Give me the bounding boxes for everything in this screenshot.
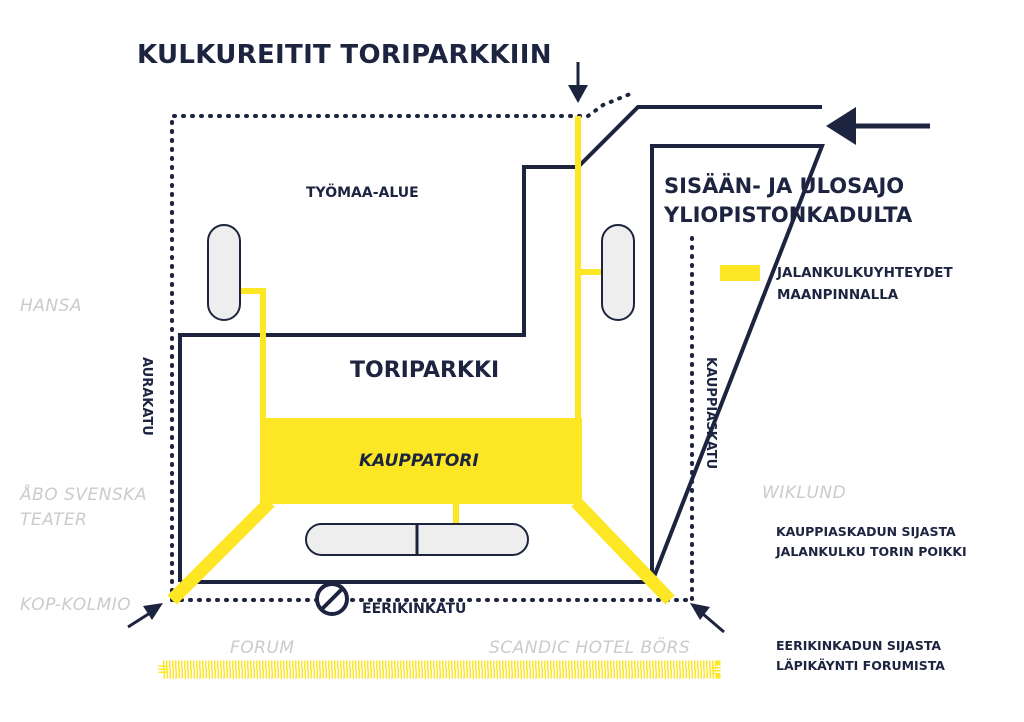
landmark-forum: FORUM [230, 638, 295, 658]
arrow-diagonal-icon [690, 603, 725, 634]
stair-right [601, 224, 635, 321]
arrow-diagonal-icon [127, 603, 163, 629]
note1-line2: JALANKULKU TORIN POIKKI [776, 544, 967, 559]
landmark-abo-svenska-teater: ÅBO SVENSKA TEATER [20, 483, 147, 533]
landmark-wiklund: WIKLUND [762, 483, 847, 503]
pedestrian-routes [167, 116, 675, 605]
tyomaa-label: TYÖMAA-ALUE [306, 185, 419, 201]
note-eerikinkatu: EERIKINKADUN SIJASTA LÄPIKÄYNTI FORUMIST… [776, 636, 945, 676]
dotted-path-top-left [170, 90, 637, 602]
kauppatori-square [260, 418, 582, 504]
parking-outline [178, 105, 825, 583]
legend-swatch [720, 265, 760, 281]
legend-label: JALANKULKUYHTEYDET MAANPINNALLA [777, 262, 953, 306]
route-se-diagonal [571, 497, 675, 605]
note2-line1: EERIKINKADUN SIJASTA [776, 638, 942, 653]
toriparkki-label: TORIPARKKI [350, 358, 500, 383]
kauppatori-label: KAUPPATORI [359, 451, 479, 471]
no-entry-icon [315, 582, 349, 616]
entrance-line2: YLIOPISTONKADULTA [664, 203, 913, 227]
note1-line1: KAUPPIASKADUN SIJASTA [776, 524, 956, 539]
arrow-down-icon [568, 62, 588, 103]
note2-line2: LÄPIKÄYNTI FORUMISTA [776, 658, 945, 673]
street-aurakatu: AURAKATU [139, 357, 154, 436]
abo-line2: TEATER [20, 510, 88, 530]
street-eerikinkatu: EERIKINKATU [362, 601, 467, 617]
route-sw-diagonal [167, 497, 275, 605]
arrow-left-icon [826, 107, 930, 145]
stair-left [207, 224, 241, 321]
entrance-line1: SISÄÄN- JA ULOSAJO [664, 174, 905, 198]
abo-line1: ÅBO SVENSKA [20, 485, 148, 505]
landmark-hansa: HANSA [20, 296, 83, 316]
route-west [238, 288, 266, 420]
legend-line2: MAANPINNALLA [777, 287, 899, 303]
forum-passage-strip [158, 660, 721, 679]
street-kauppiaskatu: KAUPPIASKATU [703, 357, 718, 470]
page-title: KULKUREITIT TORIPARKKIIN [137, 40, 552, 70]
legend-line1: JALANKULKUYHTEYDET [777, 265, 953, 281]
note-kauppiaskatu: KAUPPIASKADUN SIJASTA JALANKULKU TORIN P… [776, 522, 967, 562]
landmark-scandic: SCANDIC HOTEL BÖRS [489, 638, 691, 658]
landmark-kop-kolmio: KOP-KOLMIO [20, 595, 132, 615]
dotted-boundary [170, 90, 694, 602]
entrance-label: SISÄÄN- JA ULOSAJO YLIOPISTONKADULTA [664, 172, 912, 230]
